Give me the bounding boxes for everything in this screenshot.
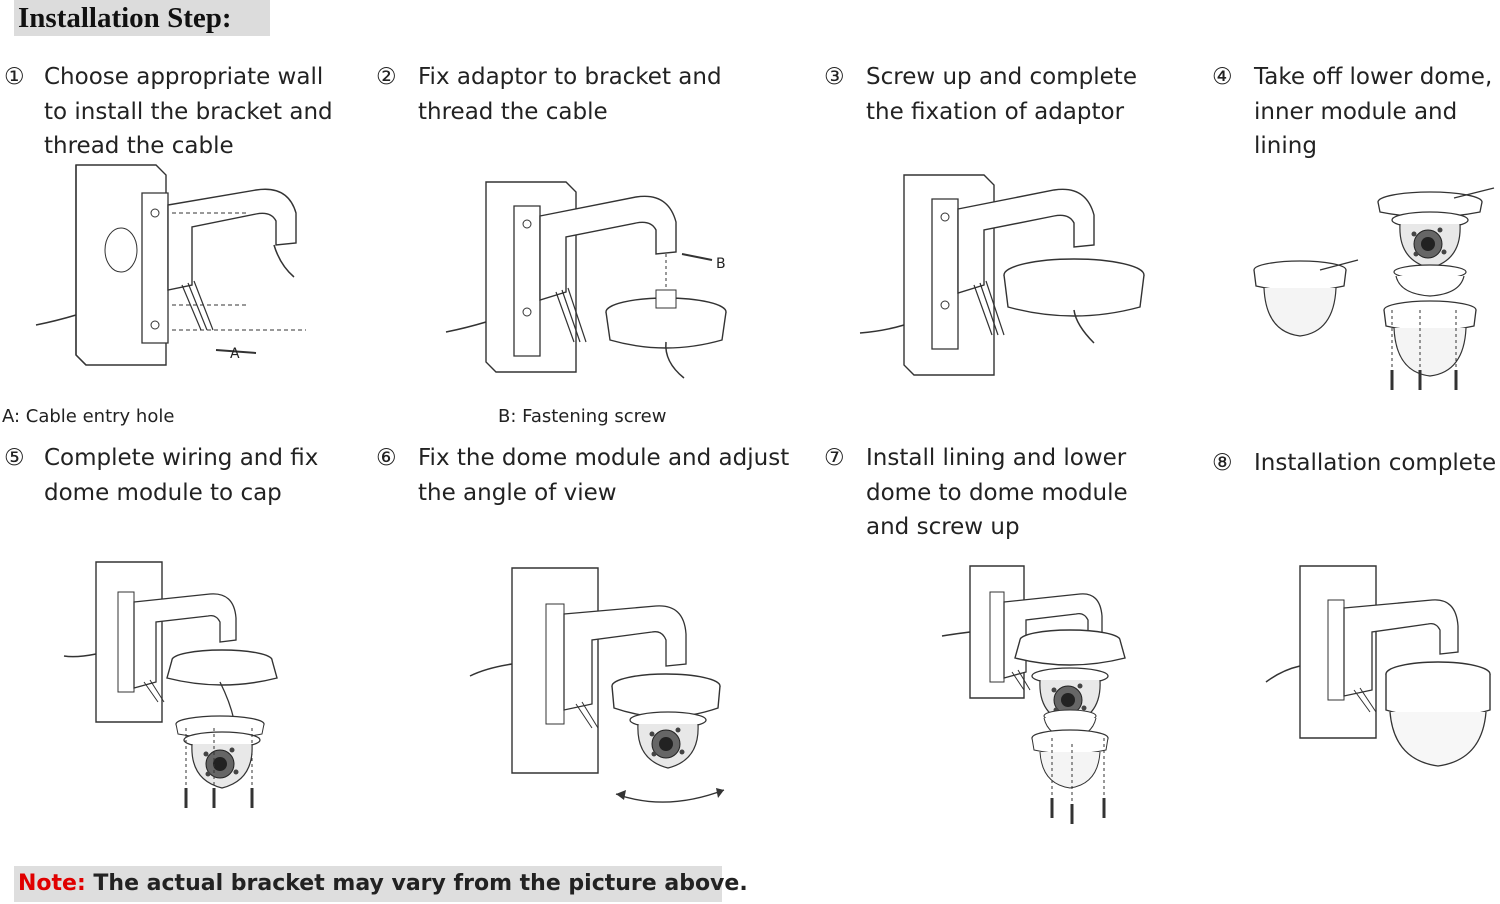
step-3-text: Screw up and complete the fixation of ad… [866, 64, 1137, 125]
figure-step-6 [466, 568, 736, 813]
figure-step-7 [940, 566, 1126, 826]
figure-step-8 [1262, 566, 1492, 766]
figure-step-5 [60, 562, 278, 810]
note-label: Note: [18, 871, 86, 896]
step-7-text: Install lining and lower dome to dome mo… [866, 445, 1128, 540]
note-banner: Note: The actual bracket may vary from t… [14, 866, 748, 902]
caption-cable-entry-hole: A: Cable entry hole [2, 406, 175, 427]
step-4-number: ④ [1212, 64, 1233, 90]
step-6-number: ⑥ [376, 445, 397, 471]
step-2-text: Fix adaptor to bracket and thread the ca… [418, 64, 722, 125]
callout-b: B [716, 256, 726, 272]
step-1-number: ① [4, 64, 25, 90]
step-8-text: Installation complete [1254, 450, 1497, 476]
callout-a: A [230, 346, 240, 362]
page-title: Installation Step: [14, 0, 270, 36]
step-1-text: Choose appropriate wall to install the b… [44, 64, 333, 159]
step-5-text: Complete wiring and fix dome module to c… [44, 445, 319, 506]
step-5-number: ⑤ [4, 445, 25, 471]
figure-step-2: B [440, 182, 740, 382]
step-3-number: ③ [824, 64, 845, 90]
figure-step-1: A [40, 165, 340, 365]
figure-step-4 [1253, 180, 1500, 392]
caption-fastening-screw: B: Fastening screw [498, 406, 667, 427]
step-6-text: Fix the dome module and adjust the angle… [418, 445, 790, 506]
step-7-number: ⑦ [824, 445, 845, 471]
step-8-number: ⑧ [1212, 450, 1233, 476]
step-4-text: Take off lower dome, inner module and li… [1254, 64, 1493, 159]
figure-step-3 [858, 175, 1158, 375]
note-text: The actual bracket may vary from the pic… [85, 871, 748, 896]
step-2-number: ② [376, 64, 397, 90]
